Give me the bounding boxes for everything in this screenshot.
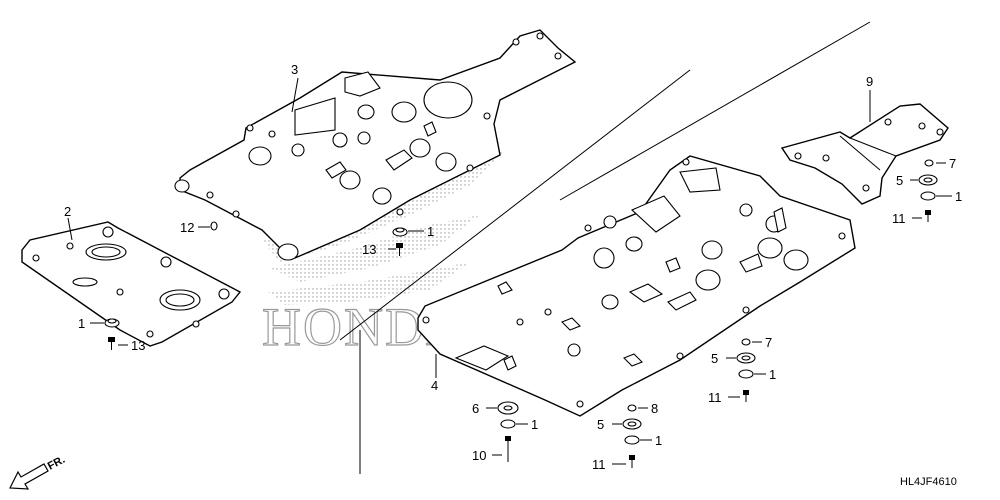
collar-icon (741, 338, 751, 346)
callout-4: 4 (431, 378, 438, 393)
front-left-plate (21, 221, 242, 347)
callout-1: 1 (531, 417, 538, 432)
front-direction-arrow: FR. (9, 454, 67, 490)
callout-11: 11 (708, 390, 722, 405)
bolt-icon (396, 243, 403, 256)
callout-8: 8 (651, 401, 658, 416)
lower-skid-plate (417, 155, 856, 417)
bolt-icon (629, 455, 635, 468)
callout-labels: 2 3 4 9 12 1 13 1 13 7 5 1 11 7 5 1 11 6… (64, 62, 962, 472)
washer-icon (736, 352, 756, 364)
bolt-icon (925, 210, 931, 222)
callout-7: 7 (949, 156, 956, 171)
direction-label: FR. (46, 454, 67, 473)
callout-13: 13 (131, 338, 145, 353)
callout-1: 1 (78, 316, 85, 331)
divider-diagonal-2 (559, 21, 871, 201)
grommet-icon (920, 191, 936, 201)
rear-right-bracket (780, 103, 949, 205)
washer-icon (497, 401, 519, 415)
bolt-icon (108, 337, 115, 350)
divider-diagonal-1 (339, 69, 691, 341)
callout-5: 5 (896, 173, 903, 188)
grommet-icon (500, 419, 516, 429)
callout-5: 5 (597, 417, 604, 432)
callout-1: 1 (955, 189, 962, 204)
callout-6: 6 (472, 401, 479, 416)
callout-3: 3 (291, 62, 298, 77)
callout-10: 10 (472, 448, 486, 463)
fasteners (104, 159, 938, 468)
callout-11: 11 (592, 457, 606, 472)
callout-12: 12 (180, 220, 194, 235)
callout-11: 11 (892, 211, 906, 226)
washer-icon (918, 174, 938, 186)
grommet-icon (104, 318, 120, 328)
callout-13: 13 (362, 242, 376, 257)
diagram-code: HL4JF4610 (900, 476, 957, 488)
callout-7: 7 (765, 335, 772, 350)
callout-1: 1 (427, 224, 434, 239)
collar-icon (627, 404, 637, 412)
bolt-icon (210, 221, 218, 231)
callout-1: 1 (769, 367, 776, 382)
bolt-icon (743, 390, 749, 402)
callout-1: 1 (655, 433, 662, 448)
grommet-icon (624, 435, 640, 445)
upper-skid-plate (174, 29, 577, 261)
grommet-icon (738, 369, 754, 379)
washer-icon (622, 418, 642, 430)
grommet-icon (392, 227, 408, 237)
callout-9: 9 (866, 74, 873, 89)
leader-lines (67, 77, 952, 465)
arrow-icon (9, 463, 49, 490)
bolt-icon (505, 436, 511, 462)
collar-icon (924, 159, 934, 167)
callout-5: 5 (711, 351, 718, 366)
callout-2: 2 (64, 204, 71, 219)
